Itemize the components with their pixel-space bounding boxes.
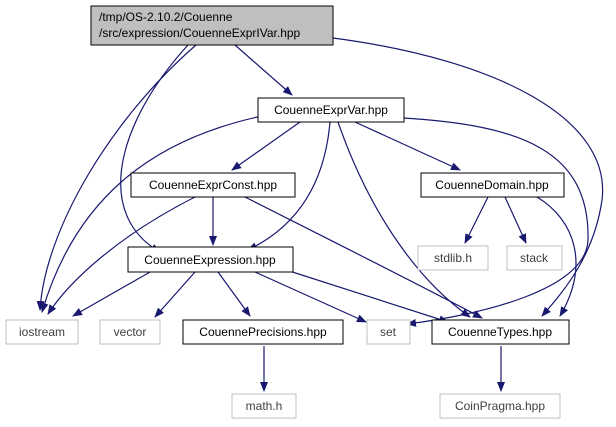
edge-domain-stack	[504, 196, 527, 244]
edge-domain-types	[536, 196, 577, 317]
node-couenne-expr-var[interactable]: CouenneExprVar.hpp	[257, 97, 405, 123]
edge-exprvar-domain	[354, 121, 461, 171]
node-root-file[interactable]: /tmp/OS-2.10.2/Couenne /src/expression/C…	[90, 5, 334, 46]
node-label-expression: CouenneExpression.hpp	[144, 253, 276, 267]
edge-expression-types	[279, 267, 449, 324]
edge-exprvar-types	[337, 121, 471, 318]
node-label-types: CouenneTypes.hpp	[448, 325, 552, 339]
edges	[36, 37, 604, 392]
edge-exprconst-types	[244, 196, 483, 319]
node-stack: stack	[506, 245, 563, 271]
edge-root-types	[332, 37, 604, 317]
edge-root-exprvar	[234, 44, 293, 96]
node-stdlib: stdlib.h	[417, 245, 489, 271]
node-math: math.h	[231, 393, 297, 419]
edge-expression-set	[254, 271, 367, 323]
node-label-expr-const: CouenneExprConst.hpp	[149, 178, 277, 192]
edge-domain-stdlib	[464, 196, 489, 244]
node-label-precisions: CouennePrecisions.hpp	[199, 325, 327, 339]
node-label-set: set	[380, 325, 397, 339]
node-label-iostream: iostream	[19, 325, 65, 339]
edge-expression-precisions	[217, 271, 251, 317]
edge-expression-vector	[154, 271, 196, 318]
node-couenne-precisions[interactable]: CouennePrecisions.hpp	[182, 319, 344, 345]
edge-root-iostream	[36, 44, 197, 311]
node-label-expr-var: CouenneExprVar.hpp	[274, 103, 388, 117]
edge-expression-iostream	[72, 271, 151, 317]
edge-root-expression	[120, 44, 189, 253]
edge-exprvar-expression	[247, 121, 331, 251]
node-label-vector: vector	[114, 325, 147, 339]
node-couenne-expression[interactable]: CouenneExpression.hpp	[127, 246, 294, 273]
node-label-coin-pragma: CoinPragma.hpp	[455, 399, 545, 413]
node-label-stdlib: stdlib.h	[434, 251, 472, 265]
edge-exprvar-set	[402, 117, 589, 327]
edge-exprvar-iostream	[40, 115, 263, 313]
edge-exprvar-exprconst	[231, 121, 301, 171]
node-set: set	[366, 319, 411, 345]
node-vector: vector	[99, 319, 161, 345]
node-coin-pragma: CoinPragma.hpp	[439, 393, 561, 419]
edge-exprconst-iostream	[47, 196, 196, 315]
node-label-stack: stack	[520, 251, 549, 265]
node-couenne-types[interactable]: CouenneTypes.hpp	[431, 319, 570, 345]
node-label-math: math.h	[246, 399, 283, 413]
node-couenne-domain[interactable]: CouenneDomain.hpp	[420, 172, 565, 198]
root-file-path-line1: /tmp/OS-2.10.2/Couenne	[99, 10, 233, 24]
node-iostream: iostream	[5, 319, 79, 345]
root-file-path-line2: /src/expression/CouenneExprIVar.hpp	[99, 26, 301, 40]
node-label-domain: CouenneDomain.hpp	[435, 178, 549, 192]
node-couenne-expr-const[interactable]: CouenneExprConst.hpp	[130, 172, 296, 198]
